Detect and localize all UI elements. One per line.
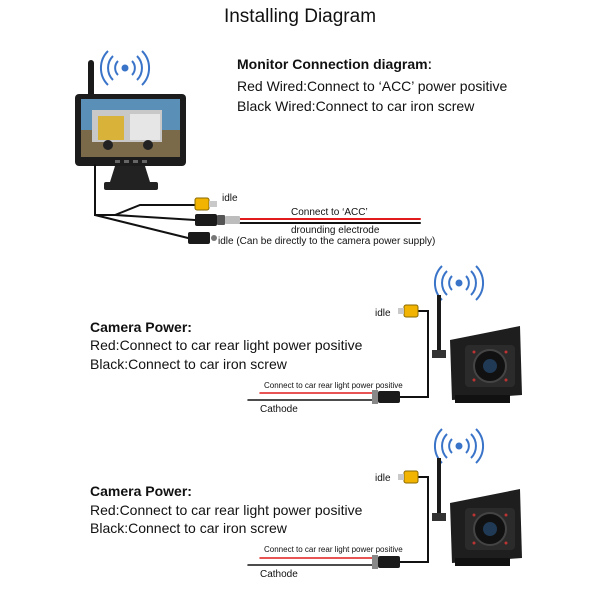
monitor-with-antenna bbox=[75, 60, 186, 190]
camera2-black-text: Black:Connect to car iron screw bbox=[90, 520, 287, 536]
camera2-wire-label: Connect to car rear light power positive bbox=[264, 545, 403, 554]
camera1-wifi-signal-icon bbox=[433, 265, 485, 301]
camera1-heading: Camera Power: bbox=[90, 319, 192, 335]
camera1-power-splice bbox=[372, 390, 400, 404]
camera2-cables bbox=[247, 476, 429, 566]
camera2-idle-label: idle bbox=[375, 473, 391, 484]
camera1-idle-label: idle bbox=[375, 308, 391, 319]
camera1-black-text: Black:Connect to car iron screw bbox=[90, 356, 287, 372]
monitor-idle-label: idle bbox=[222, 193, 238, 204]
wifi-signal-icon bbox=[99, 50, 151, 86]
camera2-red-text: Red:Connect to car rear light power posi… bbox=[90, 502, 363, 518]
monitor-cables bbox=[94, 164, 421, 239]
camera1-cables bbox=[247, 310, 429, 401]
camera1-rear-camera bbox=[432, 295, 522, 403]
page-title: Installing Diagram bbox=[223, 6, 377, 27]
monitor-idle-bottom-label: idle (Can be directly to the camera powe… bbox=[218, 236, 436, 247]
monitor-black-wire-text: Black Wired:Connect to car iron screw bbox=[237, 98, 475, 114]
acc-label: Connect to ‘ACC’ bbox=[291, 207, 368, 218]
ground-label: drounding electrode bbox=[291, 225, 380, 236]
camera1-red-text: Red:Connect to car rear light power posi… bbox=[90, 337, 363, 353]
monitor-heading: Monitor Connection diagramː bbox=[237, 56, 433, 72]
camera1-rca-connector bbox=[398, 304, 419, 318]
camera1-wire-label: Connect to car rear light power positive bbox=[264, 381, 403, 390]
camera2-wifi-signal-icon bbox=[433, 428, 485, 464]
monitor-red-wire-text: Red Wired:Connect to ‘ACC’ power positiv… bbox=[237, 78, 508, 94]
dc-power-socket bbox=[188, 232, 217, 244]
camera2-rca-connector bbox=[398, 470, 419, 484]
camera2-cathode-label: Cathode bbox=[260, 569, 298, 580]
rca-connector-icon bbox=[194, 197, 217, 211]
dc-power-plug bbox=[195, 214, 240, 226]
camera1-cathode-label: Cathode bbox=[260, 404, 298, 415]
camera2-power-splice bbox=[372, 555, 400, 569]
camera2-rear-camera bbox=[432, 458, 522, 566]
camera2-heading: Camera Power: bbox=[90, 483, 192, 499]
